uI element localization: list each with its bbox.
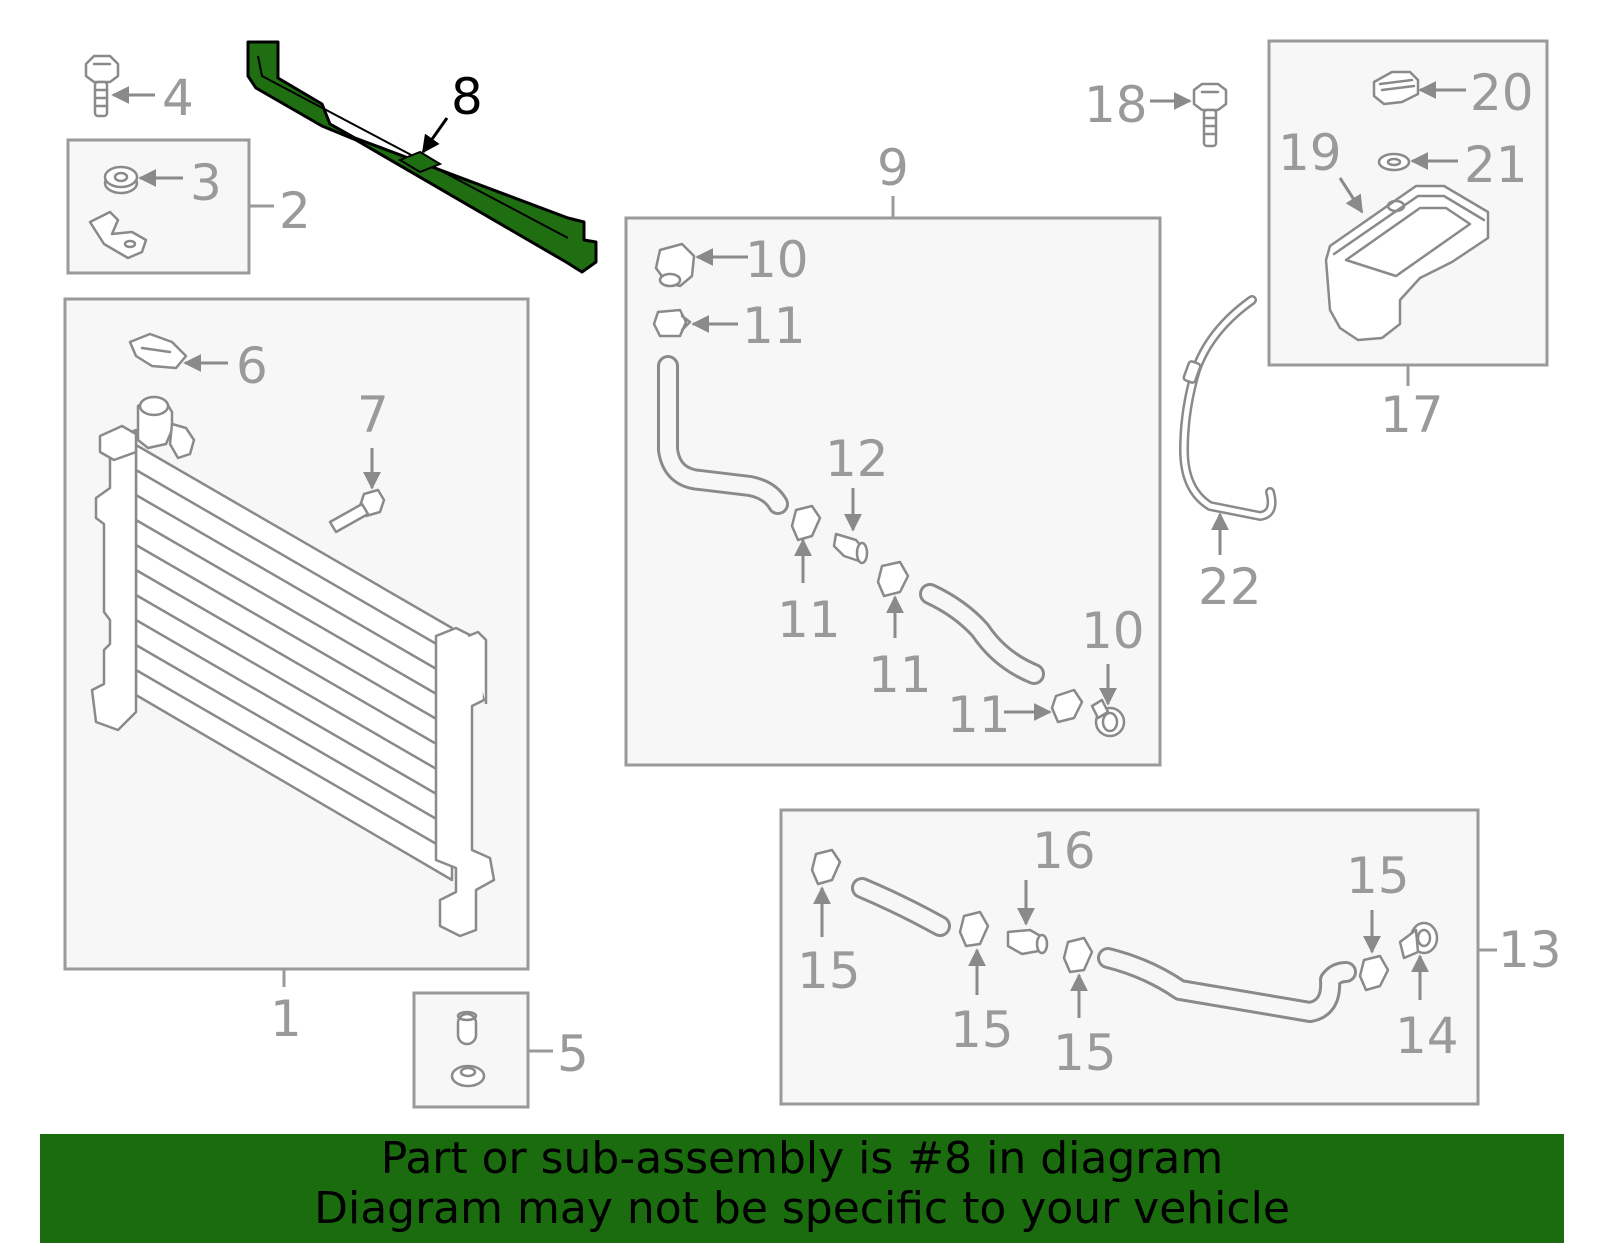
grommet-part-3[interactable]	[103, 165, 139, 195]
label-part-8: 8	[451, 68, 483, 126]
clamp-part-11-c[interactable]	[1050, 688, 1084, 724]
fitting-part-14[interactable]	[1398, 921, 1439, 960]
upper-radiator-hose[interactable]	[657, 355, 789, 515]
radiator-upper-support-bracket[interactable]	[246, 40, 598, 274]
label-part-17: 17	[1380, 386, 1444, 444]
label-part-11-c: 11	[947, 686, 1011, 744]
box-group-5	[412, 991, 530, 1109]
label-part-10-upper: 10	[745, 231, 809, 289]
clamp-part-11-b[interactable]	[876, 560, 910, 598]
label-part-12: 12	[825, 430, 889, 488]
connector-part-16[interactable]	[1006, 928, 1049, 956]
gasket-part-6[interactable]	[128, 332, 188, 370]
clamp-part-15-d[interactable]	[1358, 954, 1390, 992]
box-group-2	[66, 138, 251, 275]
label-part-4: 4	[162, 69, 194, 127]
label-part-18: 18	[1084, 76, 1148, 134]
label-part-19: 19	[1278, 124, 1342, 182]
drain-plug-part-5[interactable]	[450, 1010, 486, 1088]
label-part-15-a: 15	[797, 942, 861, 1000]
label-part-11-b: 11	[868, 646, 932, 704]
reservoir-cap-part-20[interactable]	[1372, 70, 1420, 106]
clamp-part-15-c[interactable]	[1062, 936, 1094, 974]
bypass-hose-a[interactable]	[851, 877, 951, 937]
label-part-22: 22	[1198, 558, 1262, 616]
mount-bracket-part-2[interactable]	[88, 210, 148, 260]
clamp-part-11-upper[interactable]	[652, 308, 692, 338]
label-part-1: 1	[270, 990, 302, 1048]
label-part-5: 5	[557, 1025, 589, 1083]
label-part-15-c: 15	[1053, 1024, 1117, 1082]
clamp-part-15-b[interactable]	[958, 910, 990, 948]
info-banner: Part or sub-assembly is #8 in diagram Di…	[40, 1134, 1564, 1243]
bypass-hose-b[interactable]	[1097, 947, 1357, 1023]
clamp-part-15-a[interactable]	[810, 848, 842, 886]
label-part-15-b: 15	[950, 1001, 1014, 1059]
seal-ring-part-21[interactable]	[1377, 152, 1411, 172]
label-part-2: 2	[279, 182, 311, 240]
clamp-part-11-a[interactable]	[790, 504, 822, 542]
label-part-11-upper: 11	[742, 297, 806, 355]
label-part-14: 14	[1395, 1007, 1459, 1065]
label-part-7: 7	[357, 386, 389, 444]
label-part-3: 3	[190, 154, 222, 212]
connector-part-12[interactable]	[832, 532, 869, 565]
banner-line-1: Part or sub-assembly is #8 in diagram	[380, 1133, 1224, 1184]
label-part-11-a: 11	[777, 591, 841, 649]
bolt-part-18[interactable]	[1192, 82, 1228, 148]
hose-clamp-part-10-upper[interactable]	[654, 242, 696, 288]
label-part-13: 13	[1498, 921, 1562, 979]
overflow-hose-part-22[interactable]	[1178, 295, 1277, 522]
label-part-21: 21	[1464, 136, 1528, 194]
bolt-part-7[interactable]	[328, 488, 386, 534]
label-part-20: 20	[1470, 64, 1534, 122]
label-part-10-lower: 10	[1081, 602, 1145, 660]
coolant-reservoir-part-19[interactable]	[1324, 184, 1490, 342]
label-part-16: 16	[1032, 822, 1096, 880]
lower-connecting-hose[interactable]	[919, 583, 1045, 685]
label-part-9: 9	[877, 139, 909, 197]
bolt-part-4[interactable]	[84, 54, 120, 118]
label-part-6: 6	[236, 337, 268, 395]
radiator-part-1[interactable]	[90, 395, 496, 938]
label-part-15-d: 15	[1346, 847, 1410, 905]
banner-line-2: Diagram may not be specific to your vehi…	[314, 1183, 1290, 1234]
